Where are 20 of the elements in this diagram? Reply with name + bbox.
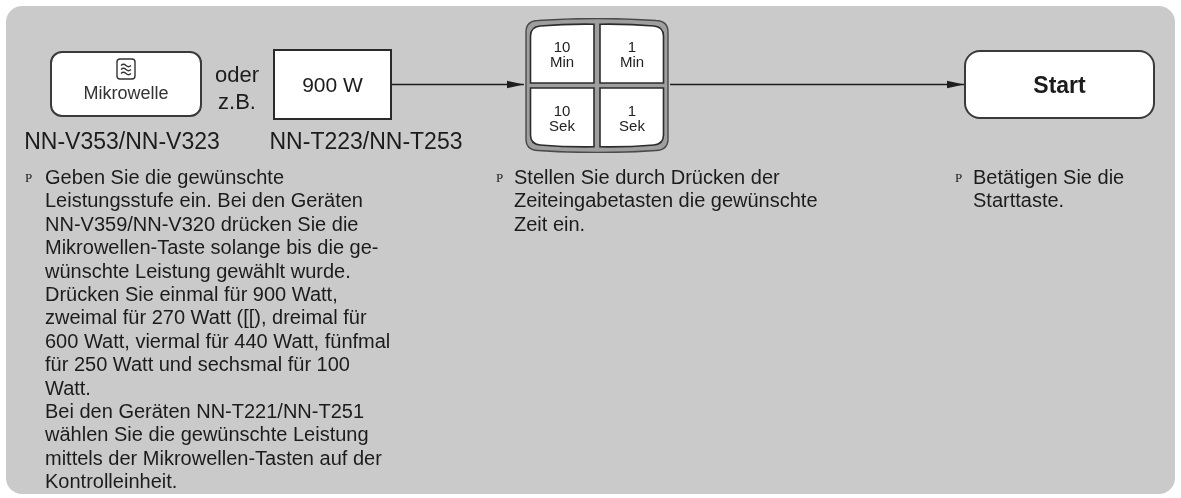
- bullet-mark: P: [25, 169, 34, 187]
- bullet-mark: P: [496, 169, 505, 187]
- time-keypad: [524, 18, 670, 153]
- time-key: 10 Sek: [529, 87, 595, 148]
- time-key: 10 Min: [529, 23, 595, 84]
- note-text: oder z.B.: [213, 61, 260, 115]
- microwave-button: Mikrowelle: [50, 51, 202, 117]
- arrow: [391, 80, 525, 89]
- instruction-text: Bei den Geräten NN-T221/NN-T251 wählen Sie die gewünschte Leistung mittels der Mikrowellen-Tasten auf der Kontrolleinheit.: [45, 400, 383, 494]
- model-label: NN-V353/NN-V323: [23, 128, 221, 154]
- start-button: Start: [964, 50, 1155, 119]
- time-key: 1 Min: [599, 23, 665, 84]
- instruction-text: Stellen Sie durch Drücken der Zeiteingabetasten die gewünschte Zeit ein.: [514, 166, 819, 237]
- bullet-mark: P: [955, 169, 964, 187]
- time-key: 1 Sek: [599, 87, 665, 148]
- instruction-text: Betätigen Sie die Starttaste.: [973, 166, 1126, 213]
- arrow: [669, 80, 965, 89]
- power-level-box: 900 W: [273, 49, 392, 120]
- model-label: NN-T223/NN-T253: [268, 128, 464, 154]
- instruction-text: Geben Sie die gewünschte Leistungsstufe ein. Bei den Geräten NN-V359/NN-V320 drücken Sie die Mikrowellen-Taste solange bis die ge- wünschte Leistung gewählt wurde. Drücken Sie einmal für 900 Watt, zweimal für 270 Watt ([[), dreimal für 600 Watt, viermal für 440 Watt, fünfmal für 250 Watt und sechsmal für 100 Watt.: [45, 166, 392, 401]
